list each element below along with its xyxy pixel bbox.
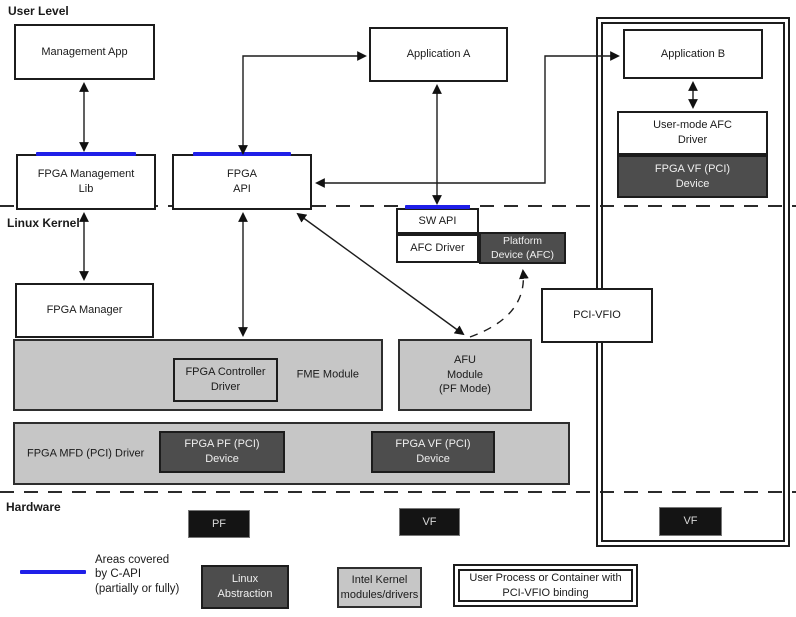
vf-hardware-box-right: VF (659, 507, 722, 536)
fpga-mfd-driver-box: FPGA MFD (PCI) Driver FPGA PF (PCI) Devi… (13, 422, 570, 485)
vf-hardware-box-left: VF (399, 508, 460, 536)
fpga-vf-pci-device-container-box: FPGA VF (PCI) Device (617, 155, 768, 198)
hardware-label: Hardware (6, 500, 61, 514)
arrow-fpgaapi-applicationa (238, 51, 367, 155)
fpga-controller-driver-box: FPGA Controller Driver (173, 358, 278, 402)
user-process-container-inner-border (601, 22, 785, 542)
capi-legend-line (20, 570, 86, 574)
linux-kernel-label: Linux Kernel (7, 216, 80, 230)
fme-module-box: FME Module FPGA Controller Driver (13, 339, 383, 411)
fme-module-label: FME Module (296, 368, 359, 381)
capi-legend-text: Areas covered by C-API (partially or ful… (95, 554, 180, 595)
capi-coverage-strip-sw-api (405, 205, 470, 209)
capi-coverage-strip-fpga-api (193, 152, 291, 156)
user-mode-afc-driver-box: User-mode AFC Driver (617, 111, 768, 155)
fpga-manager-box: FPGA Manager (15, 283, 154, 338)
fpga-api-box: FPGA API (172, 154, 312, 210)
afc-driver-box: AFC Driver (396, 234, 479, 263)
application-a-box: Application A (369, 27, 508, 82)
user-level-label: User Level (8, 4, 69, 18)
fpga-management-lib-box: FPGA Management Lib (16, 154, 156, 210)
management-app-box: Management App (14, 24, 155, 80)
arrow-afumodule-platformdevice-dashed (469, 269, 529, 338)
sw-api-box: SW API (396, 208, 479, 234)
user-process-container (596, 17, 790, 547)
linux-abstraction-legend-box: Linux Abstraction (201, 565, 289, 609)
user-process-legend-box: User Process or Container with PCI-VFIO … (453, 564, 638, 607)
fpga-pf-pci-device-box: FPGA PF (PCI) Device (159, 431, 285, 473)
capi-coverage-strip-fpga-management-lib (36, 152, 136, 156)
platform-device-afc-box: Platform Device (AFC) (479, 232, 566, 264)
user-process-legend-label: User Process or Container with PCI-VFIO … (458, 569, 633, 602)
fpga-mfd-driver-label: FPGA MFD (PCI) Driver (27, 447, 145, 460)
pci-vfio-box: PCI-VFIO (541, 288, 653, 343)
intel-kernel-legend-box: Intel Kernel modules/drivers (337, 567, 422, 608)
afu-module-box: AFU Module (PF Mode) (398, 339, 532, 411)
application-b-box: Application B (623, 29, 763, 79)
pf-hardware-box: PF (188, 510, 250, 538)
fpga-vf-pci-device-box: FPGA VF (PCI) Device (371, 431, 495, 473)
